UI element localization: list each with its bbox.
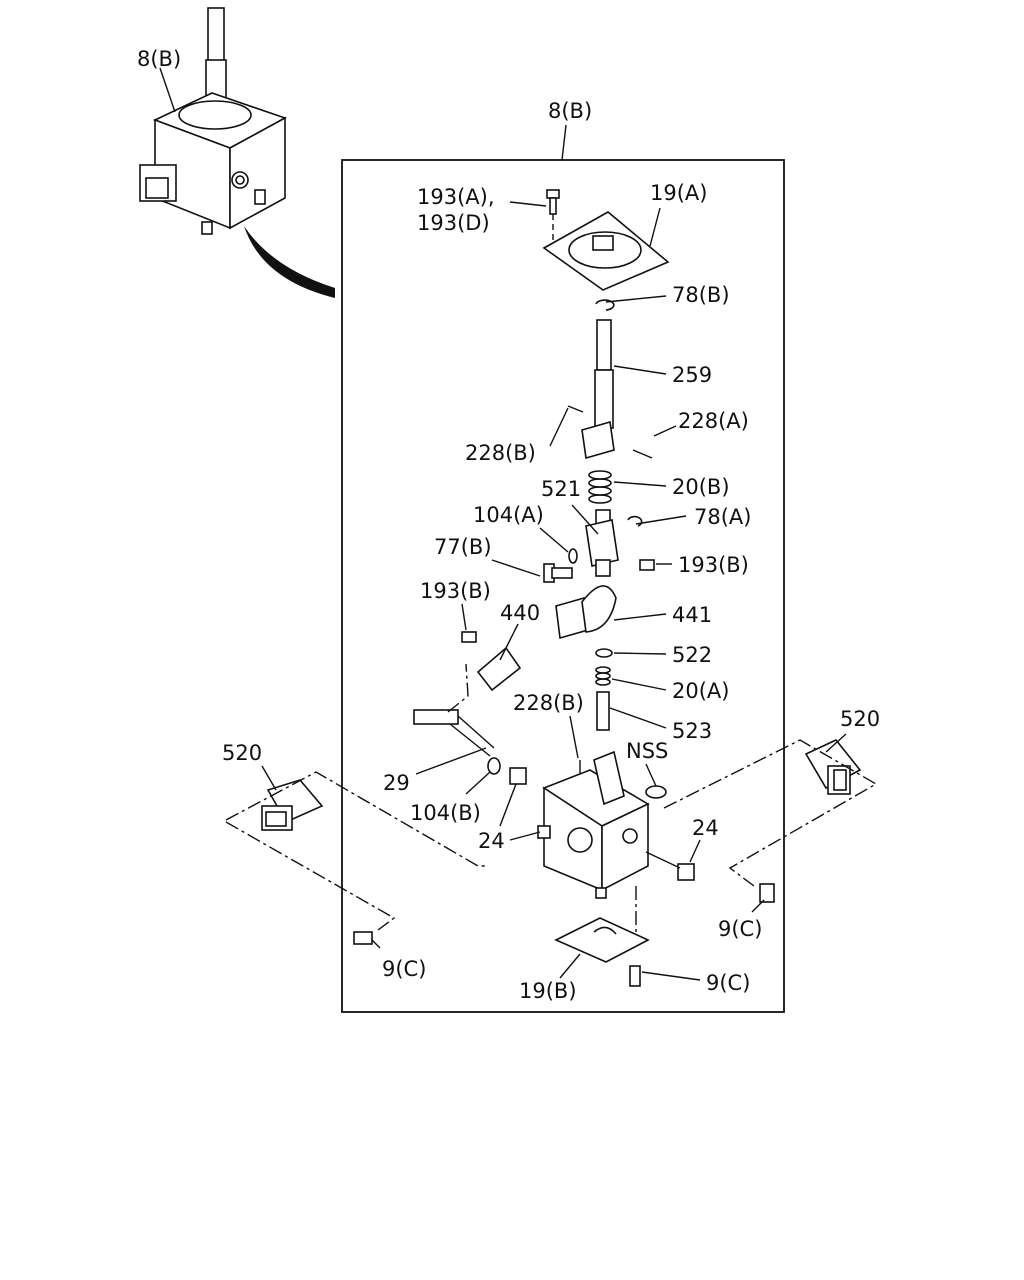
label-193b-left: 193(B) xyxy=(420,579,491,603)
exploded-view-frame xyxy=(341,159,785,1013)
label-24-right: 24 xyxy=(692,816,719,840)
label-440: 440 xyxy=(500,601,540,625)
label-520-left: 520 xyxy=(222,741,262,765)
label-nss: NSS xyxy=(626,739,668,763)
label-19b: 19(B) xyxy=(519,979,577,1003)
bolt-193a-shape xyxy=(546,189,560,215)
label-19a: 19(A) xyxy=(650,181,707,205)
label-228b-mid: 228(B) xyxy=(513,691,584,715)
bracket-440-shape xyxy=(476,646,522,692)
switch-520-left-shape xyxy=(261,779,324,831)
label-24-left: 24 xyxy=(478,829,505,853)
spring-20a-shape xyxy=(595,666,611,686)
label-104a: 104(A) xyxy=(473,503,544,527)
pin-29-shape xyxy=(413,709,495,757)
label-259: 259 xyxy=(672,363,712,387)
label-20a: 20(A) xyxy=(672,679,729,703)
label-9c-right: 9(C) xyxy=(718,917,762,941)
label-523: 523 xyxy=(672,719,712,743)
label-228b-top: 228(B) xyxy=(465,441,536,465)
shaft-259-shape xyxy=(581,319,615,460)
label-441: 441 xyxy=(672,603,712,627)
main-housing-shape xyxy=(537,750,667,899)
label-77b: 77(B) xyxy=(434,535,492,559)
label-522: 522 xyxy=(672,643,712,667)
label-78a: 78(A) xyxy=(694,505,751,529)
switch-520-right-shape xyxy=(804,739,862,795)
label-193a: 193(A), xyxy=(417,185,495,209)
part-521-shape xyxy=(585,509,619,577)
leader-lines xyxy=(159,67,847,981)
label-193d: 193(D) xyxy=(417,211,490,235)
label-520-right: 520 xyxy=(840,707,880,731)
label-29: 29 xyxy=(383,771,410,795)
label-193b-right: 193(B) xyxy=(678,553,749,577)
label-521: 521 xyxy=(541,477,581,501)
inset-pointer-arrow xyxy=(244,226,335,298)
plate-19b-shape xyxy=(554,917,650,963)
label-20b: 20(B) xyxy=(672,475,730,499)
assembled-housing-inset xyxy=(139,7,287,235)
bolt-77b-shape xyxy=(543,563,573,583)
label-9c-left: 9(C) xyxy=(382,957,426,981)
label-8b-main: 8(B) xyxy=(548,99,592,123)
label-78b: 78(B) xyxy=(672,283,730,307)
label-228a: 228(A) xyxy=(678,409,749,433)
label-8b-inset: 8(B) xyxy=(137,47,181,71)
label-104b: 104(B) xyxy=(410,801,481,825)
bracket-441-shape xyxy=(555,585,617,640)
plate-19a-shape xyxy=(542,211,670,291)
label-9c-bottom: 9(C) xyxy=(706,971,750,995)
spring-20b-shape xyxy=(588,470,612,504)
